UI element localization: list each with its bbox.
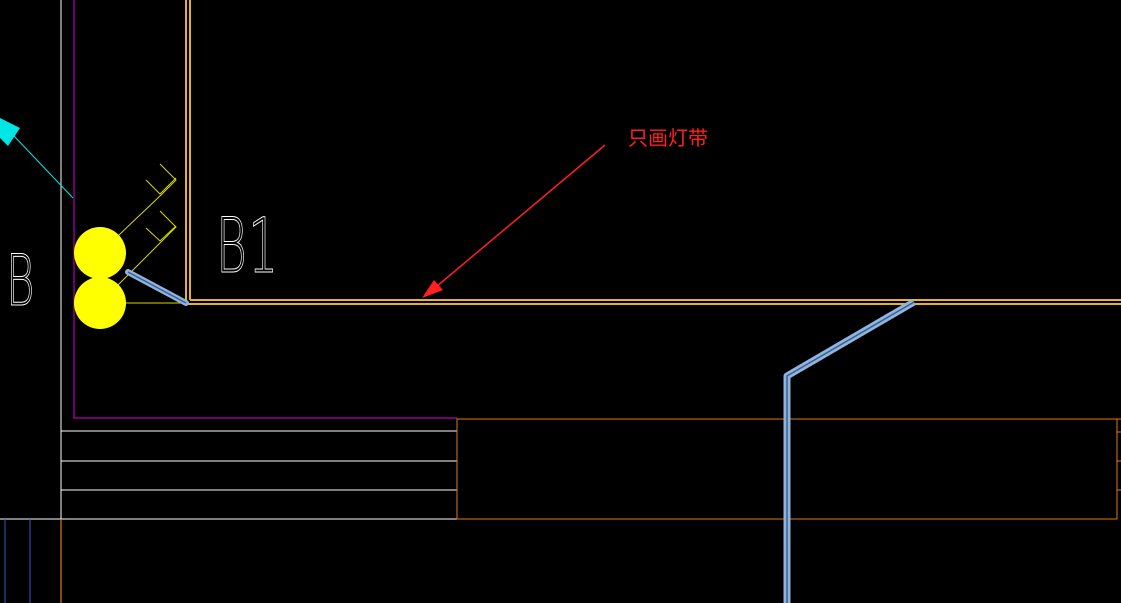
room-label-b: B	[6, 240, 36, 322]
pipe-long-core[interactable]	[786, 301, 915, 603]
lamp-symbol-icon[interactable]	[74, 277, 126, 329]
lamp-lead-upper-tick[interactable]	[145, 177, 177, 195]
annotation-arrow-icon	[422, 280, 443, 298]
annotation-text: 只画灯带	[628, 126, 708, 150]
purple-boundary[interactable]	[73, 0, 457, 419]
cyan-leader-line[interactable]	[13, 135, 74, 199]
pipe-long[interactable]	[783, 298, 916, 603]
cyan-arrowhead-icon	[0, 118, 20, 146]
lamp-lead-lower-tick[interactable]	[145, 225, 177, 242]
room-label-b1: B1	[216, 201, 280, 290]
lamp-lead-upper[interactable]	[99, 163, 177, 254]
lamp-symbol-icon[interactable]	[74, 227, 126, 279]
annotation-arrow-line[interactable]	[429, 144, 606, 293]
pipe-short-core[interactable]	[127, 271, 187, 304]
